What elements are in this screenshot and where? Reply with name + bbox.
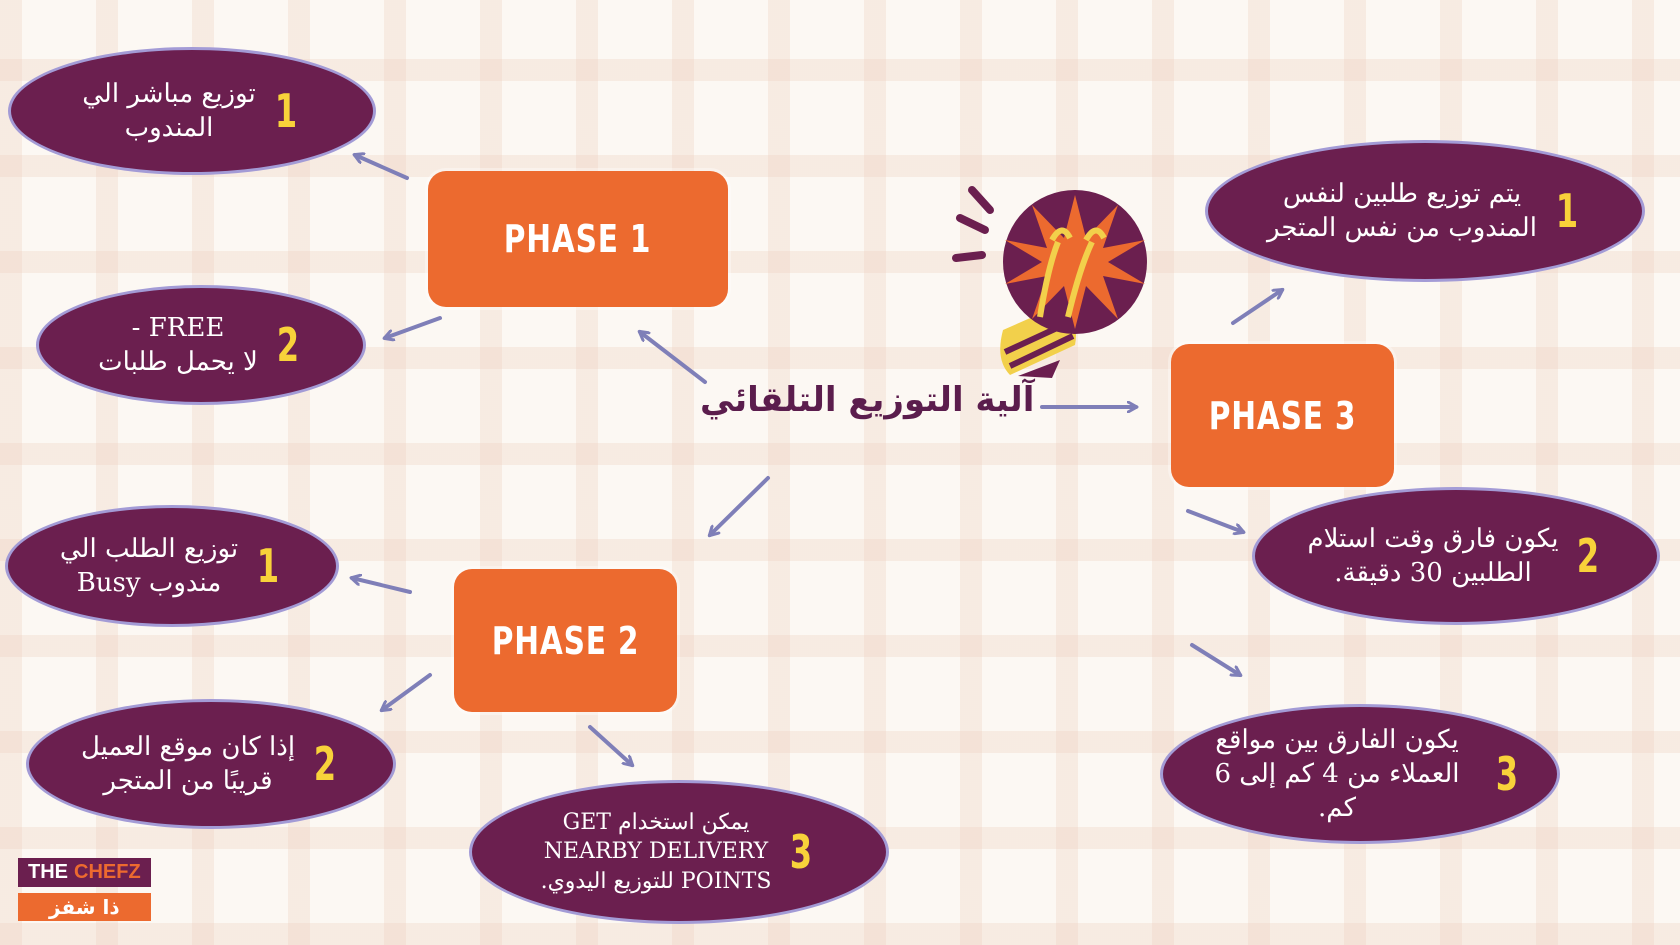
item-text: يتم توزيع طلبين لنفس المندوب من نفس المت…: [1267, 178, 1537, 243]
lightbulb-icon: [952, 186, 1147, 378]
arrow-phase3-to-item3: [1190, 643, 1240, 675]
diagram-title: آلية التوزيع التلقائي: [700, 380, 1035, 420]
arrow-title-to-phase1: [640, 332, 707, 384]
arrow-phase3-to-item2: [1186, 509, 1243, 532]
phase3-item-2: 2 يكون فارق وقت استلام الطلبين 30 دقيقة.: [1252, 487, 1660, 625]
arrow-phase1-to-item2: [385, 316, 442, 338]
logo-ar: ذا شفز: [18, 893, 151, 921]
item-text: توزيع الطلب الي مندوب Busy: [59, 533, 239, 598]
brand-logo: THE CHEFZ ذا شفز: [18, 858, 151, 921]
item-number: 2: [1577, 529, 1600, 583]
phase3-item-3: 3 يكون الفارق بين مواقع العملاء من 4 كم …: [1160, 704, 1560, 844]
item-text: يمكن استخدام GET NEARBY DELIVERY POINTS …: [540, 810, 772, 894]
item-text: إذا كان موقع العميل قريبًا من المتجر: [80, 731, 296, 796]
item-number: 2: [313, 737, 337, 791]
item-text: يكون الفارق بين مواقع العملاء من 4 كم إل…: [1214, 724, 1460, 824]
phase2-box: PHASE 2: [454, 569, 677, 712]
item-text: يكون فارق وقت استلام الطلبين 30 دقيقة.: [1307, 523, 1559, 588]
phase2-item-2: 2 إذا كان موقع العميل قريبًا من المتجر: [26, 699, 396, 829]
item-number: 1: [256, 539, 280, 593]
arrow-title-to-phase2: [710, 476, 770, 535]
arrow-phase1-to-item1: [355, 155, 409, 180]
phase3-item-1: 1 يتم توزيع طلبين لنفس المندوب من نفس ال…: [1205, 140, 1645, 282]
phase3-box: PHASE 3: [1171, 344, 1394, 487]
logo-en: THE CHEFZ: [18, 858, 151, 887]
item-text: FREE - لا يحمل طلبات: [98, 312, 258, 377]
arrow-phase2-to-item3: [588, 725, 632, 765]
item-text: توزيع مباشر الي المندوب: [82, 78, 256, 143]
phase2-item-3: 3 يمكن استخدام GET NEARBY DELIVERY POINT…: [469, 780, 889, 924]
phase1-item-2: 2 FREE - لا يحمل طلبات: [36, 285, 366, 405]
arrow-phase2-to-item1: [352, 578, 412, 594]
item-number: 2: [276, 318, 300, 372]
arrow-phase3-to-item1: [1231, 290, 1282, 325]
phase2-label: PHASE 2: [491, 618, 640, 663]
arrow-phase2-to-item2: [382, 673, 432, 710]
item-number: 1: [1555, 184, 1579, 238]
phase1-item-1: 1 توزيع مباشر الي المندوب: [8, 47, 376, 175]
item-number: 3: [1495, 747, 1519, 801]
phase3-label: PHASE 3: [1208, 393, 1357, 438]
phase2-item-1: 1 توزيع الطلب الي مندوب Busy: [5, 505, 339, 627]
phase1-box: PHASE 1: [428, 171, 728, 307]
phase1-label: PHASE 1: [504, 217, 652, 261]
item-number: 1: [274, 84, 297, 138]
item-number: 3: [790, 825, 813, 879]
